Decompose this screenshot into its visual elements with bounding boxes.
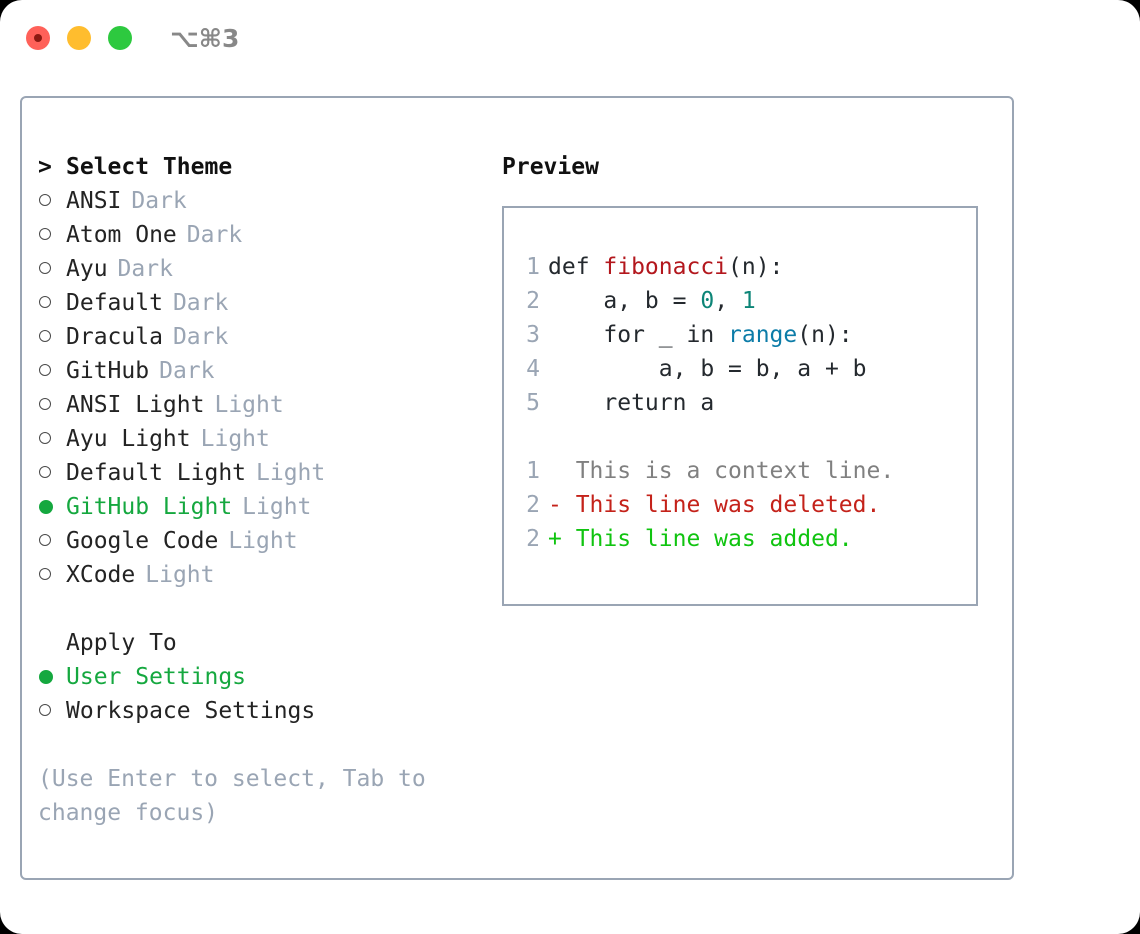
theme-option-label: XCode (66, 562, 136, 588)
line-number: 2 (526, 492, 540, 518)
theme-option[interactable]: Atom One Dark (38, 218, 468, 252)
line-number: 3 (526, 322, 540, 348)
preview-heading: Preview (502, 154, 599, 180)
theme-variant-tag: Dark (159, 358, 215, 384)
code-token: (n): (797, 322, 853, 348)
theme-variant-tag: Light (256, 460, 326, 486)
theme-option-label: ANSI (66, 188, 122, 214)
theme-variant-tag: Dark (186, 222, 243, 248)
code-line: 1 This is a context line. (520, 454, 970, 488)
code-token: , (714, 288, 742, 314)
line-number: 2 (526, 288, 540, 314)
code-token: for _ in (548, 322, 729, 348)
code-token: a, b = b, a + b (548, 356, 867, 382)
apply-to-option[interactable]: User Settings (38, 660, 468, 694)
apply-to-option-label: Workspace Settings (66, 698, 316, 724)
theme-option[interactable]: Google Code Light (38, 524, 468, 558)
code-token: fibonacci (603, 254, 729, 280)
theme-option[interactable]: Ayu Dark (38, 252, 468, 286)
code-token: 1 (741, 288, 756, 314)
code-token: (n): (728, 254, 784, 280)
theme-variant-tag: Dark (117, 256, 173, 282)
theme-option-label: GitHub Light (66, 494, 233, 520)
select-theme-heading: > Select Theme (38, 150, 468, 184)
apply-to-option-label: User Settings (66, 664, 247, 690)
code-line: 1 def fibonacci(n): (520, 250, 970, 284)
code-token: 0 (700, 288, 715, 314)
code-line (520, 420, 970, 454)
theme-option-label: Atom One (66, 222, 177, 248)
code-line: 4 a, b = b, a + b (520, 352, 970, 386)
line-number: 1 (526, 458, 540, 484)
theme-variant-tag: Dark (131, 188, 187, 214)
code-token: This is a context line. (548, 458, 895, 484)
theme-option[interactable]: XCode Light (38, 558, 468, 592)
code-token: a, b = (548, 288, 701, 314)
theme-variant-tag: Light (200, 426, 270, 452)
code-token: - This line was deleted. (548, 492, 881, 518)
code-line: 2 - This line was deleted. (520, 488, 970, 522)
select-theme-label: Select Theme (66, 154, 233, 180)
theme-option[interactable]: ANSI Light Light (38, 388, 468, 422)
window-controls (26, 26, 132, 50)
code-line: 2 a, b = 0, 1 (520, 284, 970, 318)
code-line: 3 for _ in range(n): (520, 318, 970, 352)
theme-option-label: Google Code (66, 528, 219, 554)
line-number: 1 (526, 254, 540, 280)
theme-option-label: Ayu (66, 256, 108, 282)
theme-option-label: GitHub (66, 358, 150, 384)
theme-option[interactable]: Default Dark (38, 286, 468, 320)
code-token: return a (548, 390, 715, 416)
theme-option[interactable]: ANSI Dark (38, 184, 468, 218)
theme-option-label: Default Light (66, 460, 247, 486)
section-spacer (38, 592, 468, 626)
theme-option[interactable]: Dracula Dark (38, 320, 468, 354)
caret-icon: > (38, 154, 52, 180)
theme-option-label: ANSI Light (66, 392, 205, 418)
code-line: 2 + This line was added. (520, 522, 970, 556)
theme-option[interactable]: Default Light Light (38, 456, 468, 490)
theme-variant-tag: Light (242, 494, 312, 520)
apply-to-option[interactable]: Workspace Settings (38, 694, 468, 728)
code-token: + This line was added. (548, 526, 853, 552)
theme-variant-tag: Light (228, 528, 298, 554)
theme-variant-tag: Dark (172, 290, 229, 316)
minimize-button[interactable] (67, 26, 91, 50)
theme-option-label: Dracula (66, 324, 163, 350)
window-title: ⌥⌘3 (170, 24, 240, 53)
code-line: 5 return a (520, 386, 970, 420)
zoom-button[interactable] (108, 26, 132, 50)
theme-option-label: Default (66, 290, 163, 316)
theme-variant-tag: Light (214, 392, 284, 418)
theme-option[interactable]: GitHub Light Light (38, 490, 468, 524)
apply-to-heading: Apply To (66, 630, 177, 656)
title-bar: ⌥⌘3 (0, 0, 1140, 76)
code-token: def (548, 254, 604, 280)
theme-option[interactable]: Ayu Light Light (38, 422, 468, 456)
close-button[interactable] (26, 26, 50, 50)
theme-option[interactable]: GitHub Dark (38, 354, 468, 388)
theme-variant-tag: Dark (172, 324, 229, 350)
code-token: range (728, 322, 798, 348)
theme-variant-tag: Light (145, 562, 215, 588)
keyboard-hint: (Use Enter to select, Tab to change focu… (38, 766, 426, 826)
line-number: 4 (526, 356, 540, 382)
line-number: 5 (526, 390, 540, 416)
theme-option-label: Ayu Light (66, 426, 191, 452)
line-number: 2 (526, 526, 540, 552)
